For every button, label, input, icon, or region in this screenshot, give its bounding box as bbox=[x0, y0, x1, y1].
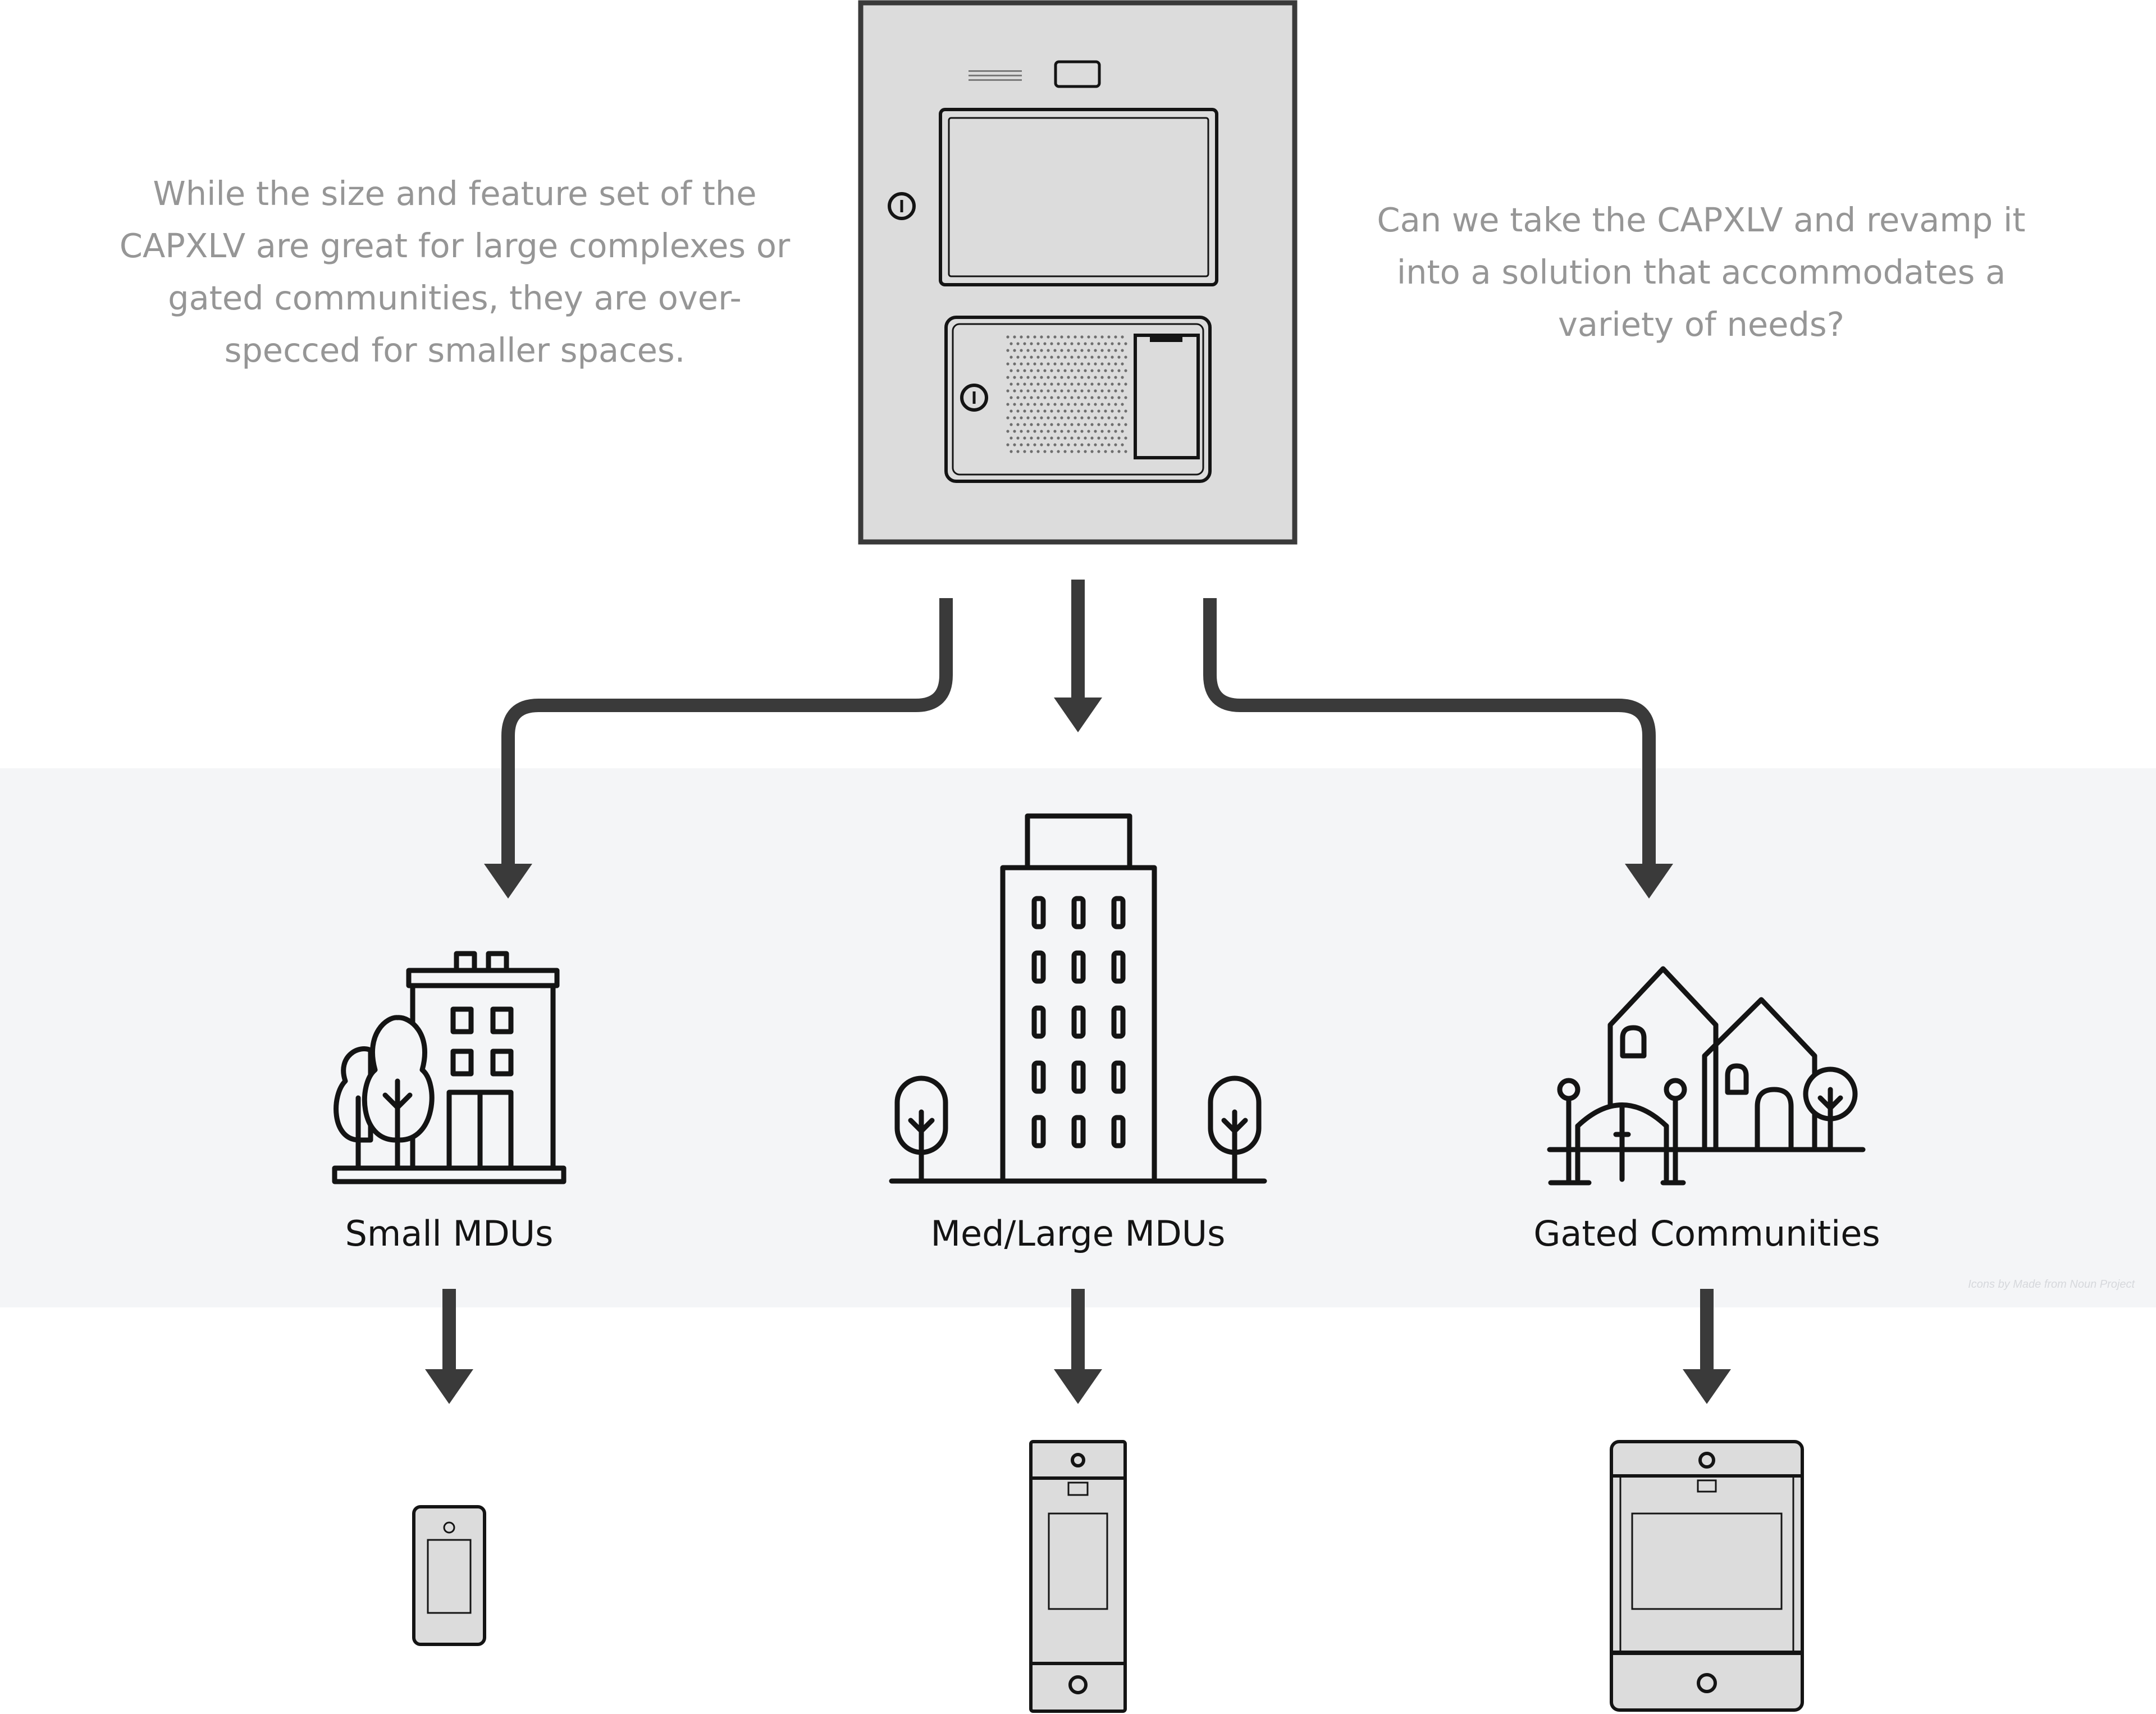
small-unit-device bbox=[412, 1505, 486, 1646]
tower-window bbox=[1111, 1115, 1126, 1148]
screw-icon bbox=[888, 192, 916, 220]
tower-window bbox=[1111, 1060, 1126, 1094]
houses-with-gate-icon bbox=[1547, 966, 1866, 1186]
tower-window bbox=[1031, 896, 1046, 929]
camera-icon bbox=[443, 1521, 455, 1534]
camera-icon bbox=[1067, 1481, 1089, 1496]
tall-tower-with-trees-icon bbox=[889, 813, 1267, 1184]
medium-unit-device bbox=[1029, 1440, 1127, 1713]
speaker-grille-icon bbox=[1006, 335, 1127, 453]
display-screen bbox=[939, 108, 1218, 286]
tower-window bbox=[1031, 1005, 1046, 1039]
label-med-large-mdus: Med/Large MDUs bbox=[930, 1213, 1226, 1254]
camera-icon bbox=[1697, 1479, 1717, 1493]
tower-window bbox=[1071, 1115, 1086, 1148]
intro-text-left: While the size and feature set of the CA… bbox=[119, 174, 791, 370]
small-building-with-trees-icon bbox=[332, 951, 567, 1184]
tower-window bbox=[1071, 1060, 1086, 1094]
tower-window bbox=[1071, 950, 1086, 984]
icon-credit: Icons by Made from Noun Project bbox=[1968, 1278, 2135, 1291]
large-unit-device bbox=[1610, 1440, 1804, 1712]
screw-icon bbox=[1068, 1675, 1088, 1694]
card-reader-icon bbox=[1134, 334, 1200, 459]
camera-icon bbox=[1054, 60, 1101, 88]
tower-window bbox=[1071, 1005, 1086, 1039]
display-screen bbox=[1631, 1512, 1783, 1610]
arrow-to-small-mdus bbox=[501, 598, 953, 870]
screw-icon bbox=[1071, 1453, 1085, 1467]
tower-window bbox=[1111, 896, 1126, 929]
intro-text-right: Can we take the CAPXLV and revamp it int… bbox=[1377, 200, 2026, 344]
tower-window bbox=[1031, 1115, 1046, 1148]
label-small-mdus: Small MDUs bbox=[345, 1213, 554, 1254]
capxlv-device bbox=[858, 0, 1298, 545]
screw-icon bbox=[1698, 1452, 1715, 1469]
tower-window bbox=[1031, 950, 1046, 984]
display-screen bbox=[1048, 1512, 1108, 1610]
bottom-arrows bbox=[425, 1289, 1731, 1404]
screw-icon bbox=[1697, 1673, 1717, 1693]
arrowheads-top bbox=[484, 698, 1673, 899]
tower-window bbox=[1071, 896, 1086, 929]
microphone-grille-icon bbox=[969, 70, 1022, 81]
display-screen bbox=[427, 1539, 472, 1614]
tower-window bbox=[1111, 1005, 1126, 1039]
tower-window bbox=[1031, 1060, 1046, 1094]
top-arrows bbox=[501, 580, 1656, 870]
label-gated-communities: Gated Communities bbox=[1533, 1213, 1880, 1254]
arrow-to-gated bbox=[1203, 598, 1656, 870]
tower-window bbox=[1111, 950, 1126, 984]
screw-icon bbox=[960, 384, 988, 412]
